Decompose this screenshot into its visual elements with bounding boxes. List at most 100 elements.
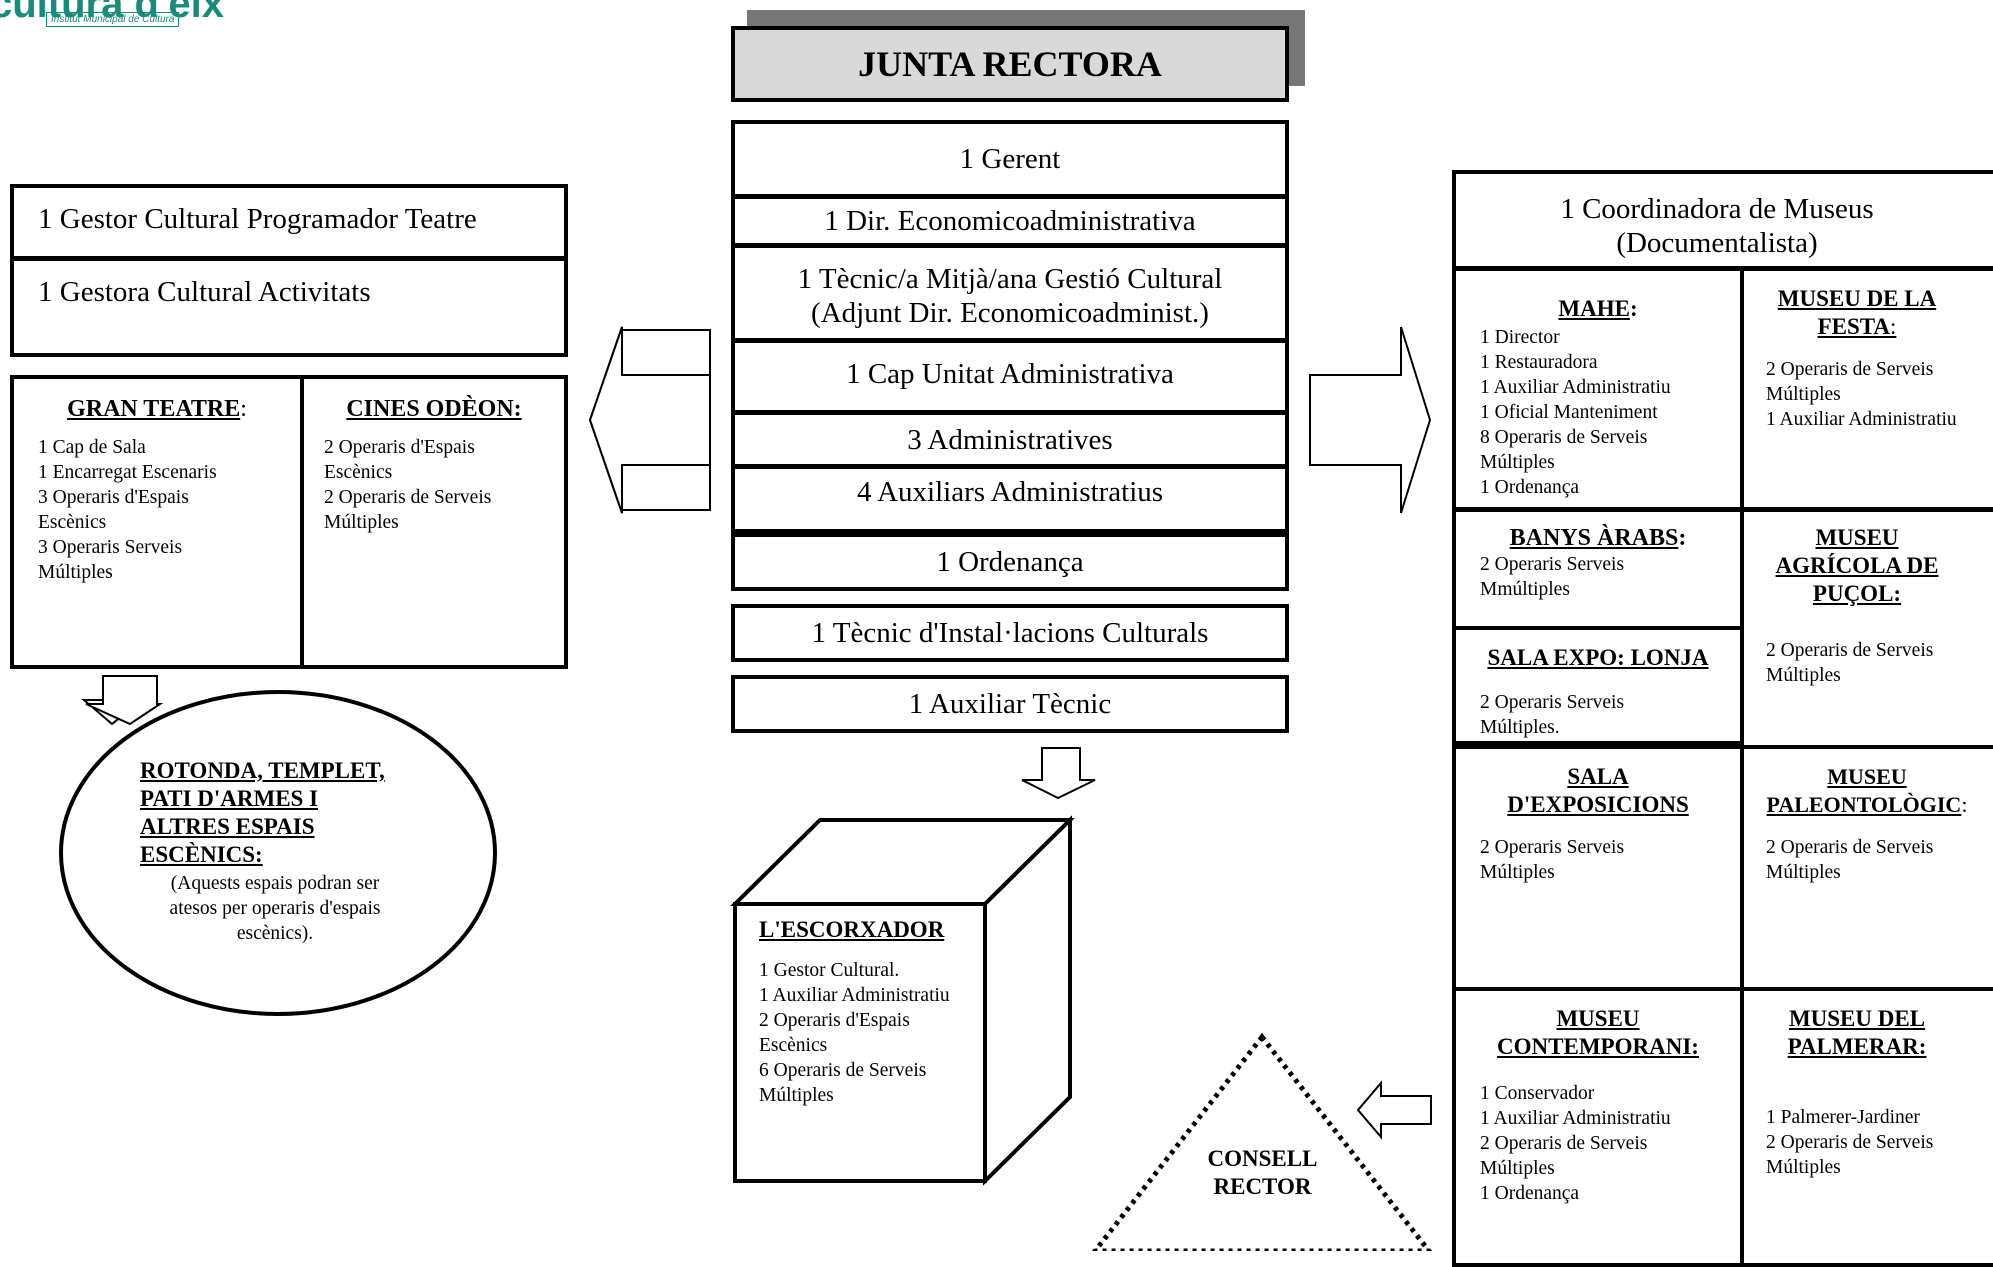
mahe-line: Múltiples — [1480, 452, 1555, 473]
sala-exposicions-title: SALA D'EXPOSICIONS — [1480, 763, 1740, 819]
center-item-label: 1 Ordenança — [936, 546, 1084, 578]
museu-festa-colon: : — [1890, 314, 1897, 339]
center-item-dir-eco: 1 Dir. Economicoadministrativa — [731, 195, 1289, 247]
museu-palmerar-title-line: MUSEU DEL — [1788, 1006, 1926, 1031]
escorxador-title: L'ESCORXADOR — [759, 917, 945, 942]
center-item-label-sub: (Adjunt Dir. Economicoadminist.) — [811, 297, 1209, 329]
center-item-label: 1 Gerent — [959, 143, 1061, 175]
rotonda-note: (Aquests espais podran ser atesos per op… — [140, 871, 410, 946]
museu-contemporani-title-line: CONTEMPORANI: — [1497, 1034, 1699, 1059]
cines-odeon-line: Escènics — [324, 462, 393, 483]
museu-contemporani-line: 2 Operaris de Serveis — [1480, 1133, 1648, 1154]
museu-contemporani-line: 1 Ordenança — [1480, 1183, 1580, 1204]
rotonda-note-line: (Aquests espais podran ser — [170, 873, 380, 894]
cines-odeon-title: CINES ODÈON: — [346, 396, 522, 422]
museu-paleo-list: 2 Operaris de Serveis Múltiples — [1766, 835, 1993, 885]
arrow-left-shape — [588, 326, 711, 514]
mahe-line: 1 Restauradora — [1480, 352, 1598, 373]
museu-agricola-title-line: AGRÍCOLA DE — [1775, 553, 1939, 578]
museu-contemporani-title: MUSEU CONTEMPORANI: — [1480, 1005, 1740, 1061]
sala-exposicions-line: 2 Operaris Serveis — [1480, 837, 1625, 858]
museu-festa-line: 1 Auxiliar Administratiu — [1766, 409, 1957, 430]
gran-teatre-line: 3 Operaris Serveis — [38, 537, 183, 558]
mahe-line: 8 Operaris de Serveis — [1480, 427, 1648, 448]
coordinadora-line: 1 Coordinadora de Museus — [1560, 193, 1874, 225]
mahe-list: 1 Director 1 Restauradora 1 Auxiliar Adm… — [1480, 325, 1740, 500]
museu-paleo-line: 2 Operaris de Serveis — [1766, 837, 1934, 858]
rotonda-title-line: ALTRES ESPAIS — [140, 814, 315, 839]
museu-palmerar-list: 1 Palmerer-Jardiner 2 Operaris de Servei… — [1766, 1105, 1993, 1180]
center-item-administratives: 3 Administratives — [731, 411, 1289, 468]
logo-text: cultura d'elx — [0, 0, 225, 26]
museu-paleo-title-line: MUSEU — [1827, 764, 1907, 789]
rotonda-ellipse — [59, 690, 497, 1016]
sala-lonja-line: Múltiples. — [1480, 717, 1560, 738]
sala-exposicions-title-line: D'EXPOSICIONS — [1507, 792, 1689, 817]
sala-lonja-list: 2 Operaris Serveis Múltiples. — [1480, 690, 1740, 740]
escorxador-list: 1 Gestor Cultural. 1 Auxiliar Administra… — [759, 958, 983, 1108]
mahe-title: MAHE — [1558, 296, 1630, 321]
consell-triangle — [1091, 1032, 1433, 1251]
museu-contemporani-box: MUSEU CONTEMPORANI: 1 Conservador 1 Auxi… — [1452, 987, 1744, 1267]
junta-rectora-box: JUNTA RECTORA — [731, 26, 1289, 102]
escorxador-box: L'ESCORXADOR 1 Gestor Cultural. 1 Auxili… — [733, 902, 987, 1183]
logo-subtitle: Institut Municipal de Cultura — [46, 12, 180, 27]
logo: cultura d'elx — [0, 0, 224, 27]
museu-paleo-box: MUSEU PALEONTOLÒGIC: 2 Operaris de Serve… — [1740, 745, 1993, 991]
escorxador-line: 1 Gestor Cultural. — [759, 960, 900, 981]
mahe-line: 1 Auxiliar Administratiu — [1480, 377, 1671, 398]
mahe-line: 1 Director — [1480, 327, 1560, 348]
museu-festa-line: 2 Operaris de Serveis — [1766, 359, 1934, 380]
cines-odeon-box: CINES ODÈON: 2 Operaris d'Espais Escènic… — [300, 375, 568, 669]
rotonda-title-colon: : — [255, 842, 263, 867]
museu-palmerar-title: MUSEU DEL PALMERAR: — [1766, 1005, 1993, 1061]
escorxador-line: 6 Operaris de Serveis — [759, 1060, 927, 1081]
museu-festa-box: MUSEU DE LA FESTA: 2 Operaris de Serveis… — [1740, 267, 1993, 511]
rotonda-text: ROTONDA, TEMPLET, PATI D'ARMES I ALTRES … — [140, 757, 440, 946]
sala-exposicions-list: 2 Operaris Serveis Múltiples — [1480, 835, 1740, 885]
museu-festa-line: Múltiples — [1766, 384, 1841, 405]
sala-lonja-line: 2 Operaris Serveis — [1480, 692, 1625, 713]
museu-agricola-list: 2 Operaris de Serveis Múltiples — [1766, 638, 1993, 688]
arrow-right — [1309, 326, 1432, 514]
banys-arabs-line: Mmúltiples — [1480, 579, 1570, 600]
rotonda-title-line: PATI D'ARMES I — [140, 786, 319, 811]
sala-lonja-title: SALA EXPO: LONJA — [1487, 645, 1709, 670]
cines-odeon-list: 2 Operaris d'Espais Escènics 2 Operaris … — [324, 435, 564, 535]
museu-festa-list: 2 Operaris de Serveis Múltiples 1 Auxili… — [1766, 357, 1993, 432]
gran-teatre-title: GRAN TEATRE — [67, 396, 241, 422]
banys-arabs-colon: : — [1678, 525, 1687, 551]
banys-arabs-title: BANYS ÀRABS — [1509, 525, 1679, 551]
gestora-activitats-label: 1 Gestora Cultural Activitats — [38, 276, 371, 308]
mahe-line: 1 Oficial Manteniment — [1480, 402, 1658, 423]
center-item-label: 1 Dir. Economicoadministrativa — [824, 205, 1196, 237]
center-item-label: 1 Cap Unitat Administrativa — [846, 358, 1174, 390]
museu-festa-title-line: FESTA — [1817, 314, 1891, 339]
gestora-activitats-box: 1 Gestora Cultural Activitats — [10, 257, 568, 357]
rotonda-note-line: escènics). — [236, 923, 314, 944]
consell-rector-label: CONSELL RECTOR — [1180, 1145, 1345, 1201]
center-item-tecnic-instal: 1 Tècnic d'Instal·lacions Culturals — [731, 604, 1289, 662]
mahe-line: 1 Ordenança — [1480, 477, 1580, 498]
cines-odeon-line: Múltiples — [324, 512, 399, 533]
consell-line: RECTOR — [1213, 1174, 1312, 1199]
consell-line: CONSELL — [1207, 1146, 1318, 1171]
escorxador-line: 2 Operaris d'Espais — [759, 1010, 910, 1031]
escorxador-line: Escènics — [759, 1035, 828, 1056]
sala-exposicions-box: SALA D'EXPOSICIONS 2 Operaris Serveis Mú… — [1452, 745, 1744, 991]
museu-agricola-title: MUSEU AGRÍCOLA DE PUÇOL: — [1766, 524, 1993, 608]
banys-arabs-list: 2 Operaris Serveis Mmúltiples — [1480, 552, 1740, 602]
museu-palmerar-line: Múltiples — [1766, 1157, 1841, 1178]
gran-teatre-line: 1 Encarregat Escenaris — [38, 462, 217, 483]
rotonda-title-line: ESCÈNICS — [140, 842, 256, 867]
museu-festa-title-line: MUSEU DE LA — [1777, 286, 1937, 311]
museu-agricola-title-line: MUSEU — [1815, 525, 1899, 550]
museu-palmerar-line: 2 Operaris de Serveis — [1766, 1132, 1934, 1153]
cines-odeon-line: 2 Operaris d'Espais — [324, 437, 475, 458]
banys-arabs-line: 2 Operaris Serveis — [1480, 554, 1625, 575]
gran-teatre-line: 1 Cap de Sala — [38, 437, 146, 458]
sala-exposicions-title-line: SALA — [1567, 764, 1629, 789]
museu-contemporani-title-line: MUSEU — [1556, 1006, 1640, 1031]
museu-palmerar-box: MUSEU DEL PALMERAR: 1 Palmerer-Jardiner … — [1740, 987, 1993, 1267]
